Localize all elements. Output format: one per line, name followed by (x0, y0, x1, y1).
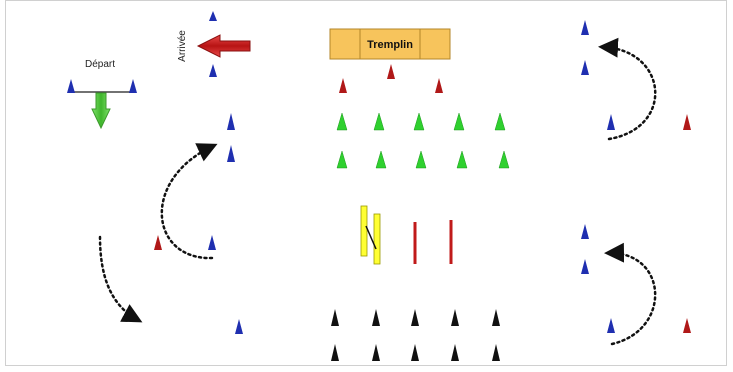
start-label: Départ (85, 59, 115, 70)
red-cone (387, 64, 395, 79)
red-cone (683, 114, 691, 130)
blue-cone (227, 145, 235, 162)
green-cone (336, 150, 348, 169)
path-arrow (598, 37, 657, 141)
blue-cone (581, 20, 589, 35)
blue-cone (209, 64, 217, 77)
path-arrow (604, 242, 657, 346)
green-cone-grid (336, 112, 510, 169)
green-cone (413, 112, 425, 131)
finish-label: Arrivée (177, 30, 188, 62)
finish-arrow (196, 34, 251, 58)
yellow-bar (360, 205, 368, 257)
blue-cone (235, 319, 243, 334)
green-cone (456, 150, 468, 169)
black-cone (492, 309, 500, 326)
black-cone (411, 309, 419, 326)
blue-cone (208, 235, 216, 250)
blue-cone (227, 113, 235, 130)
finish-area: Arrivée (177, 11, 251, 77)
path-arrow (98, 235, 143, 323)
black-cone (331, 309, 339, 326)
start-arrow (91, 92, 111, 130)
blue-cone (129, 79, 137, 93)
green-cone (373, 112, 385, 131)
ramp: Tremplin (329, 28, 451, 60)
blue-cone (607, 318, 615, 333)
red-cone (683, 318, 691, 333)
green-cone (336, 112, 348, 131)
black-cone (331, 344, 339, 361)
green-cone (415, 150, 427, 169)
black-cone (411, 344, 419, 361)
blue-cone (581, 224, 589, 239)
bar-connector (365, 225, 377, 250)
red-cone (339, 78, 347, 93)
red-cone (154, 235, 162, 250)
blue-cone (67, 79, 75, 93)
pole-obstacle (360, 205, 453, 265)
black-cone-grid (331, 309, 500, 361)
black-cone (451, 309, 459, 326)
black-cone (451, 344, 459, 361)
green-cone (375, 150, 387, 169)
green-cone (494, 112, 506, 131)
ramp-box (329, 28, 451, 60)
blue-cone (607, 114, 615, 130)
path-arrow (160, 143, 218, 260)
red-cone (435, 78, 443, 93)
blue-cone (581, 60, 589, 75)
ramp-label: Tremplin (367, 39, 413, 51)
blue-cone (209, 11, 217, 21)
green-cone (498, 150, 510, 169)
yellow-bar (373, 213, 381, 265)
green-cone (453, 112, 465, 131)
black-cone (372, 309, 380, 326)
black-cone (492, 344, 500, 361)
black-cone (372, 344, 380, 361)
blue-cone (581, 259, 589, 274)
start-area: Départ (67, 59, 137, 130)
